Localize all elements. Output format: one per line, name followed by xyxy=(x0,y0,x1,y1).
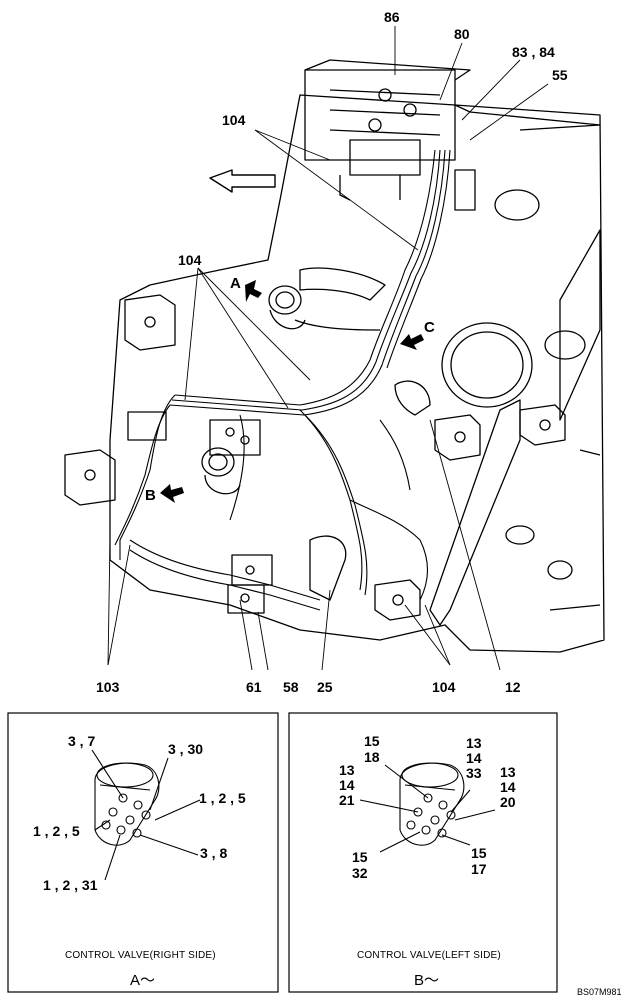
label-15-b: 15 xyxy=(352,849,368,865)
label-3-8: 3 , 8 xyxy=(200,845,227,861)
view-label-a: A xyxy=(230,275,241,292)
detail-b-section-mark: B〜 xyxy=(414,972,439,989)
view-label-c: C xyxy=(424,319,435,336)
label-33: 33 xyxy=(466,765,482,781)
label-1-2-5-right: 1 , 2 , 5 xyxy=(199,790,246,806)
swivel-opening xyxy=(441,322,533,408)
detail-a-frame xyxy=(7,712,279,993)
main-assembly-drawing xyxy=(64,59,605,653)
detail-b-frame xyxy=(288,712,558,993)
callout-86: 86 xyxy=(384,9,400,25)
detail-a-section-mark: A〜 xyxy=(130,972,155,989)
callout-25: 25 xyxy=(317,679,333,695)
label-17: 17 xyxy=(471,861,487,877)
label-14-b: 14 xyxy=(466,750,482,766)
detail-b-valve xyxy=(359,762,496,853)
callout-55: 55 xyxy=(552,67,568,83)
callout-103: 103 xyxy=(96,679,120,695)
frame-plate xyxy=(109,94,605,653)
view-arrow-a xyxy=(245,280,262,302)
frame-hole xyxy=(494,189,540,221)
label-20: 20 xyxy=(500,794,516,810)
callout-104-top: 104 xyxy=(222,112,246,128)
pedal-bracket xyxy=(299,267,386,301)
callout-104-bottom: 104 xyxy=(432,679,456,695)
label-13-a: 13 xyxy=(339,762,355,778)
callout-104-mid: 104 xyxy=(178,252,202,268)
callout-83-84: 83 , 84 xyxy=(512,44,555,60)
callout-61: 61 xyxy=(246,679,262,695)
callout-58: 58 xyxy=(283,679,299,695)
detail-a-panel: 3 , 7 3 , 30 1 , 2 , 5 1 , 2 , 5 3 , 8 1… xyxy=(7,712,279,993)
label-13-b: 13 xyxy=(466,735,482,751)
detail-a-caption: CONTROL VALVE(RIGHT SIDE) xyxy=(65,950,216,961)
label-1-2-5-left: 1 , 2 , 5 xyxy=(33,823,80,839)
leader-lines xyxy=(107,26,549,671)
view-label-b: B xyxy=(145,487,156,504)
front-direction-arrow xyxy=(209,169,276,193)
detail-b-caption: CONTROL VALVE(LEFT SIDE) xyxy=(357,950,501,961)
callout-12: 12 xyxy=(505,679,521,695)
pilot-valve-a xyxy=(268,285,381,331)
pilot-valve-b xyxy=(201,419,261,495)
view-arrow-c xyxy=(400,334,424,350)
label-13-c: 13 xyxy=(500,764,516,780)
label-3-30: 3 , 30 xyxy=(168,741,203,757)
detail-a-valve xyxy=(91,749,201,881)
label-21: 21 xyxy=(339,792,355,808)
elbow-hose xyxy=(309,535,347,601)
side-rail xyxy=(429,399,521,626)
mount-pad xyxy=(64,294,566,621)
label-14-c: 14 xyxy=(500,779,516,795)
label-15-c: 15 xyxy=(471,845,487,861)
lower-manifold xyxy=(227,554,273,614)
label-15-a: 15 xyxy=(364,733,380,749)
drawing-code: BS07M981 xyxy=(577,987,622,997)
control-valve-block xyxy=(304,59,476,211)
view-arrow-b xyxy=(160,484,184,503)
detail-b-panel: 15 18 13 14 21 13 14 33 13 14 20 15 32 1… xyxy=(288,712,558,993)
callout-80: 80 xyxy=(454,26,470,42)
hose-bundle xyxy=(114,149,451,611)
label-1-2-31: 1 , 2 , 31 xyxy=(43,877,98,893)
label-18: 18 xyxy=(364,749,380,765)
label-32: 32 xyxy=(352,865,368,881)
view-arrows xyxy=(160,280,424,503)
label-14-a: 14 xyxy=(339,777,355,793)
label-3-7: 3 , 7 xyxy=(68,733,95,749)
